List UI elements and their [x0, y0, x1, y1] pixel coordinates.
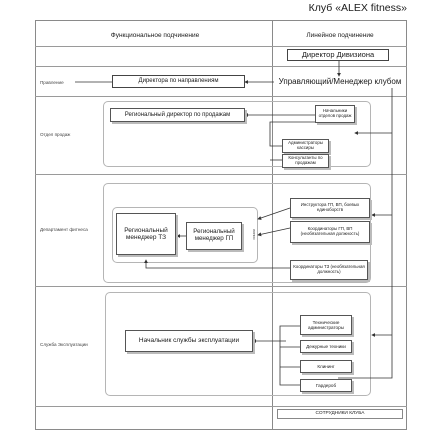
page-title: Клуб «ALEX fitness»	[308, 2, 407, 14]
row-divider-sales	[35, 174, 407, 175]
gp-coordinators-box: Координаторы ГП, ВП (необязательная долж…	[290, 221, 370, 243]
maintenance-head-box: Начальник службы эксплуатации	[125, 330, 253, 352]
area-directors-box: Директора по направлениям	[112, 75, 245, 88]
row-label-maintenance: Служба Эксплуатации	[40, 342, 88, 347]
cleaning-box: Клининг	[300, 360, 352, 373]
regional-manager-gp-box: Региональный менеджер ГП	[186, 222, 242, 250]
row-label-sales: Отдел продаж	[40, 132, 71, 137]
functional-column-heading: Функциональное подчинение	[110, 32, 200, 39]
club-staff-box: СОТРУДНИКИ КЛУБА	[277, 409, 403, 419]
row-divider-maintenance	[35, 406, 407, 407]
vertical-side-label: линия	[252, 229, 256, 240]
club-manager-box: Управляющий/Менеджер клубом	[278, 77, 402, 86]
sales-dept-heads-box: Начальники отделов продаж	[315, 105, 355, 123]
row-divider-top	[35, 66, 407, 67]
regional-manager-tz-box: Региональный менеджер ТЗ	[116, 213, 176, 255]
fitness-section	[103, 183, 371, 283]
gp-instructors-box: Инструктора ГП, ВП, боевых единоборств	[290, 198, 370, 218]
header-divider	[35, 46, 407, 47]
tech-admins-box: Технические администраторы	[300, 315, 352, 335]
tz-coordinators-box: Координаторы ТЗ (необязательная должност…	[290, 260, 368, 280]
duty-technicians-box: Дежурные техники	[300, 340, 352, 353]
division-director-box: Директор Дивизиона	[287, 49, 389, 61]
row-divider-fitness	[35, 286, 407, 287]
chart-frame	[35, 20, 407, 430]
linear-column-heading: Линейное подчинение	[306, 32, 374, 39]
cashier-admins-box: Администраторы кассиры	[282, 139, 329, 153]
wardrobe-box: Гардероб	[300, 379, 352, 392]
maintenance-section	[105, 292, 371, 396]
row-divider-management	[35, 96, 407, 97]
row-label-management: Правление	[40, 80, 64, 85]
sales-consultants-box: Консультанты по продажам	[282, 154, 329, 168]
regional-sales-director-box: Региональный директор по продажам	[110, 108, 245, 122]
row-label-fitness: Департамент фитнеса	[40, 227, 88, 232]
column-divider	[272, 20, 273, 430]
sales-section	[103, 101, 371, 167]
